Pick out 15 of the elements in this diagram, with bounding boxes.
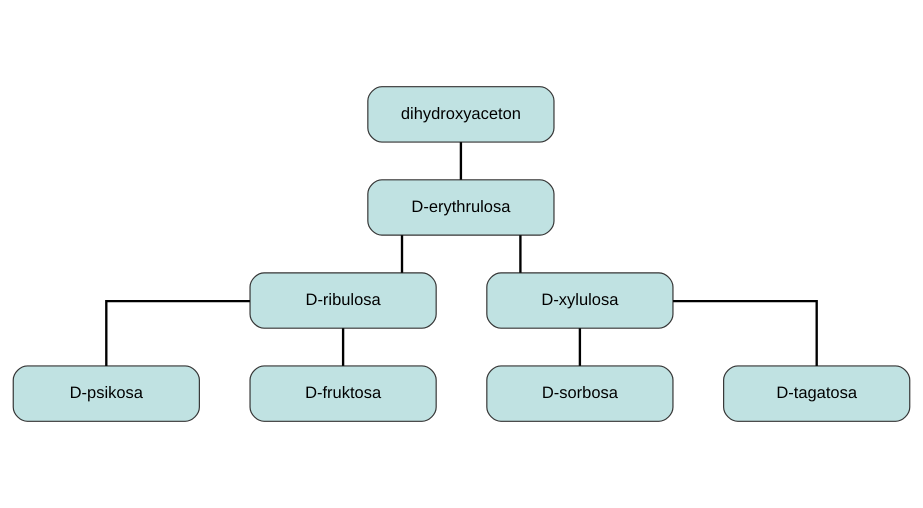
connector <box>105 300 250 366</box>
node-box: dihydroxyaceton <box>367 86 555 143</box>
node-box: D-ribulosa <box>249 272 437 329</box>
node-box: D-psikosa <box>12 365 200 422</box>
node-box: D-sorbosa <box>486 365 674 422</box>
connector <box>578 328 582 366</box>
connector <box>460 142 462 180</box>
connector <box>400 235 404 273</box>
node-box: D-fruktosa <box>249 365 437 422</box>
connector <box>673 300 818 366</box>
node-box: D-erythrulosa <box>367 179 555 236</box>
connector <box>519 235 522 273</box>
node-box: D-tagatosa <box>723 365 910 422</box>
connector <box>342 328 344 366</box>
node-box: D-xylulosa <box>486 272 674 329</box>
